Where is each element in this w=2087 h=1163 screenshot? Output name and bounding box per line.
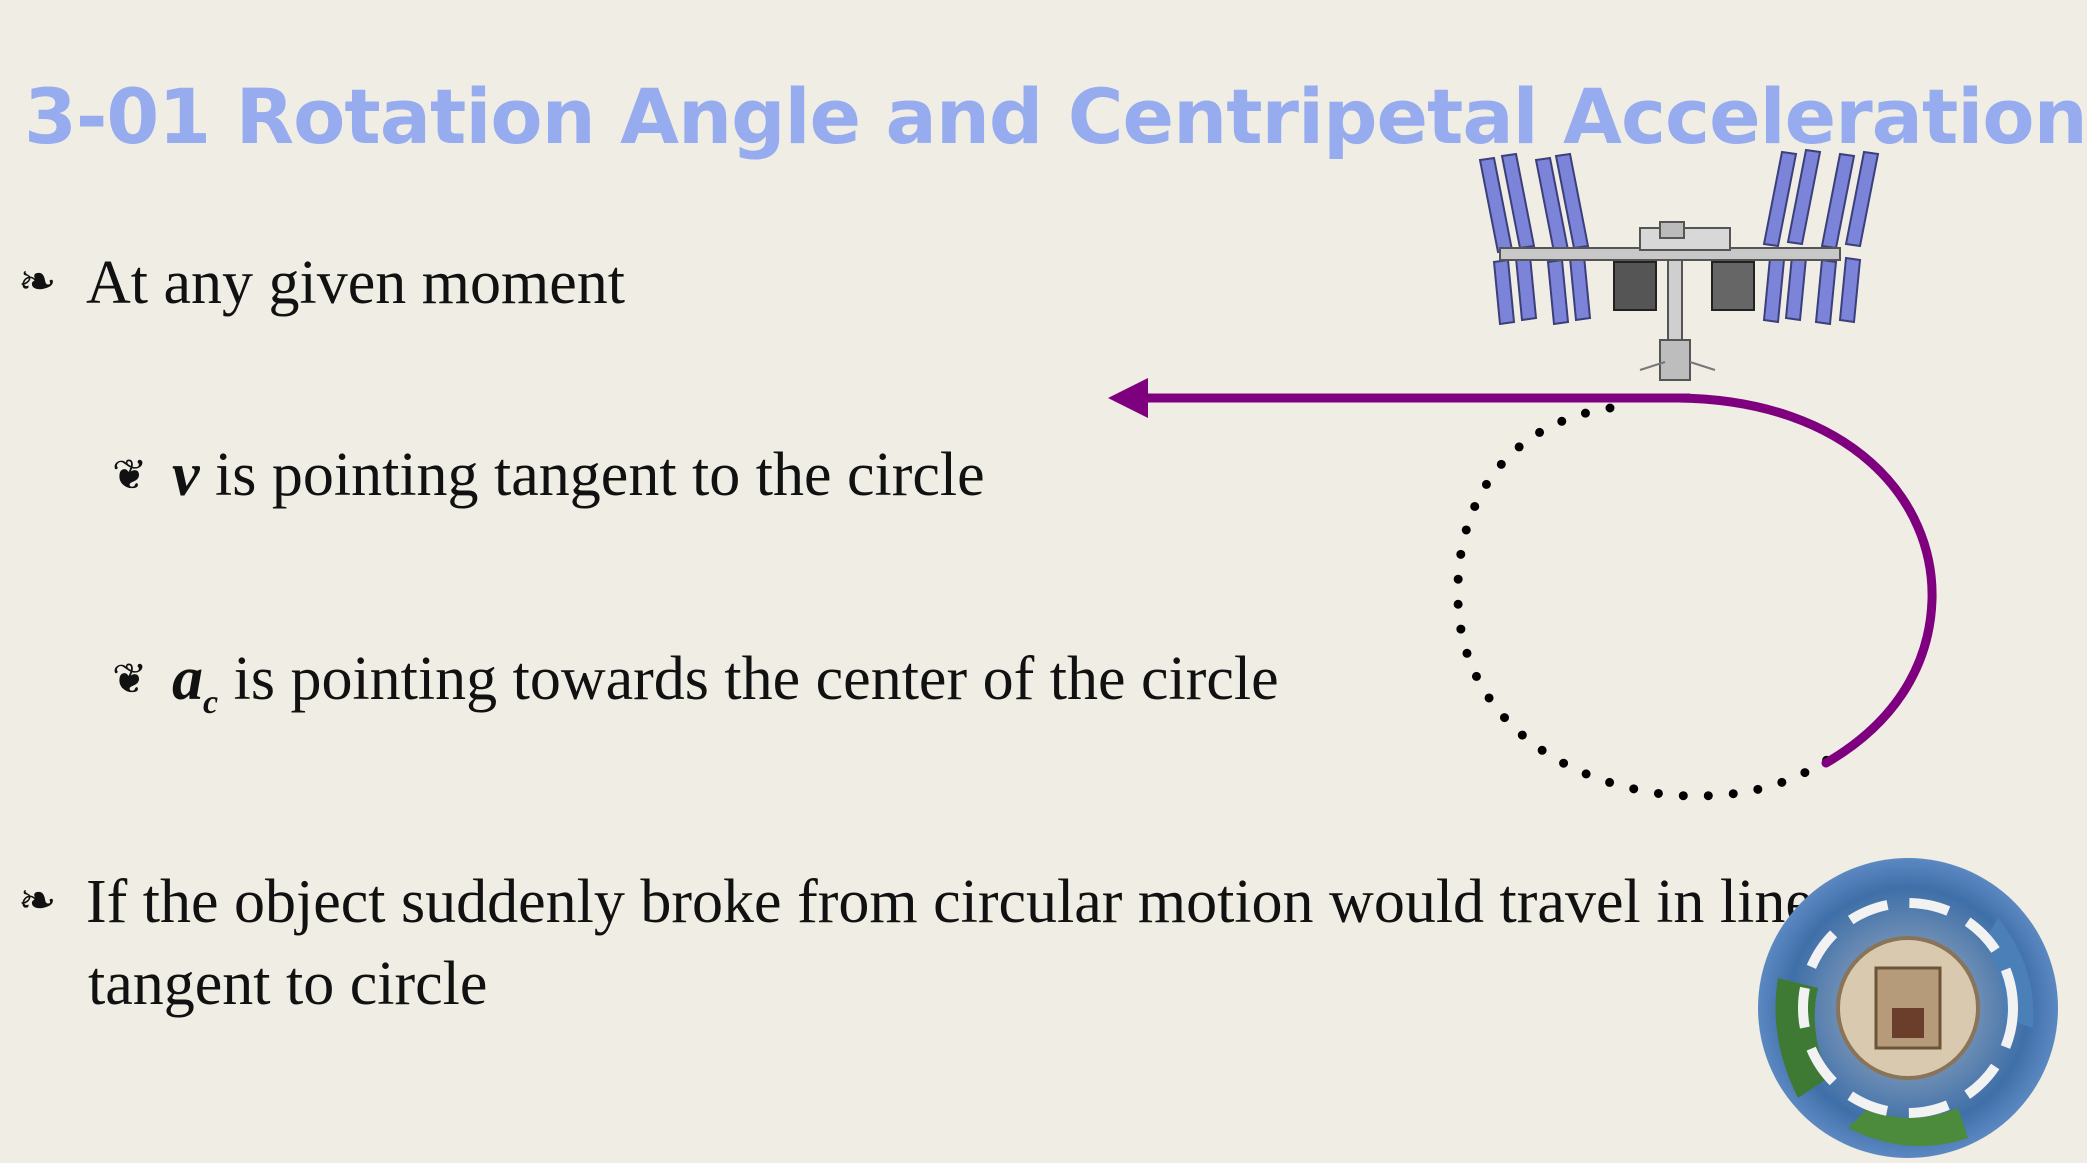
purple-arc-path — [1673, 393, 1937, 768]
bullet-at-any-given-moment: ❧ At any given moment — [18, 248, 625, 319]
dotted-circle-path — [1453, 403, 1835, 801]
space-station-icon — [1478, 148, 1880, 381]
sub-bullet-centripetal-acceleration: ❦ ac is pointing towards the center of th… — [112, 644, 1279, 722]
bullet-text-line2: tangent to circle — [88, 950, 488, 1018]
sub-bullet-text: is pointing towards the center of the ci… — [218, 645, 1279, 713]
bullet-swirl-icon: ❧ — [18, 256, 57, 307]
acceleration-subscript: c — [203, 684, 219, 721]
sub-bullet-velocity: ❦ v is pointing tangent to the circle — [112, 440, 985, 511]
sub-bullet-swirl-icon: ❦ — [112, 657, 148, 703]
sub-bullet-text: is pointing tangent to the circle — [199, 441, 985, 509]
slide: 3-01 Rotation Angle and Centripetal Acce… — [18, 72, 2087, 1158]
velocity-symbol: v — [172, 441, 200, 509]
acceleration-symbol: ac — [172, 645, 219, 721]
sub-bullet-swirl-icon: ❦ — [112, 453, 148, 499]
bullet-text: At any given moment — [86, 249, 625, 317]
bullet-text-line1: If the object suddenly broke from circul… — [86, 868, 1813, 936]
rotating-station-medallion-icon — [1758, 858, 2058, 1158]
tangent-arrow-head — [1108, 378, 1148, 418]
circular-motion-diagram — [1108, 148, 1937, 801]
bullet-swirl-icon: ❧ — [18, 875, 57, 926]
bullet-broke-from-circular-motion: ❧ If the object suddenly broke from circu… — [18, 860, 1813, 1025]
slide-title: 3-01 Rotation Angle and Centripetal Acce… — [24, 72, 2087, 161]
